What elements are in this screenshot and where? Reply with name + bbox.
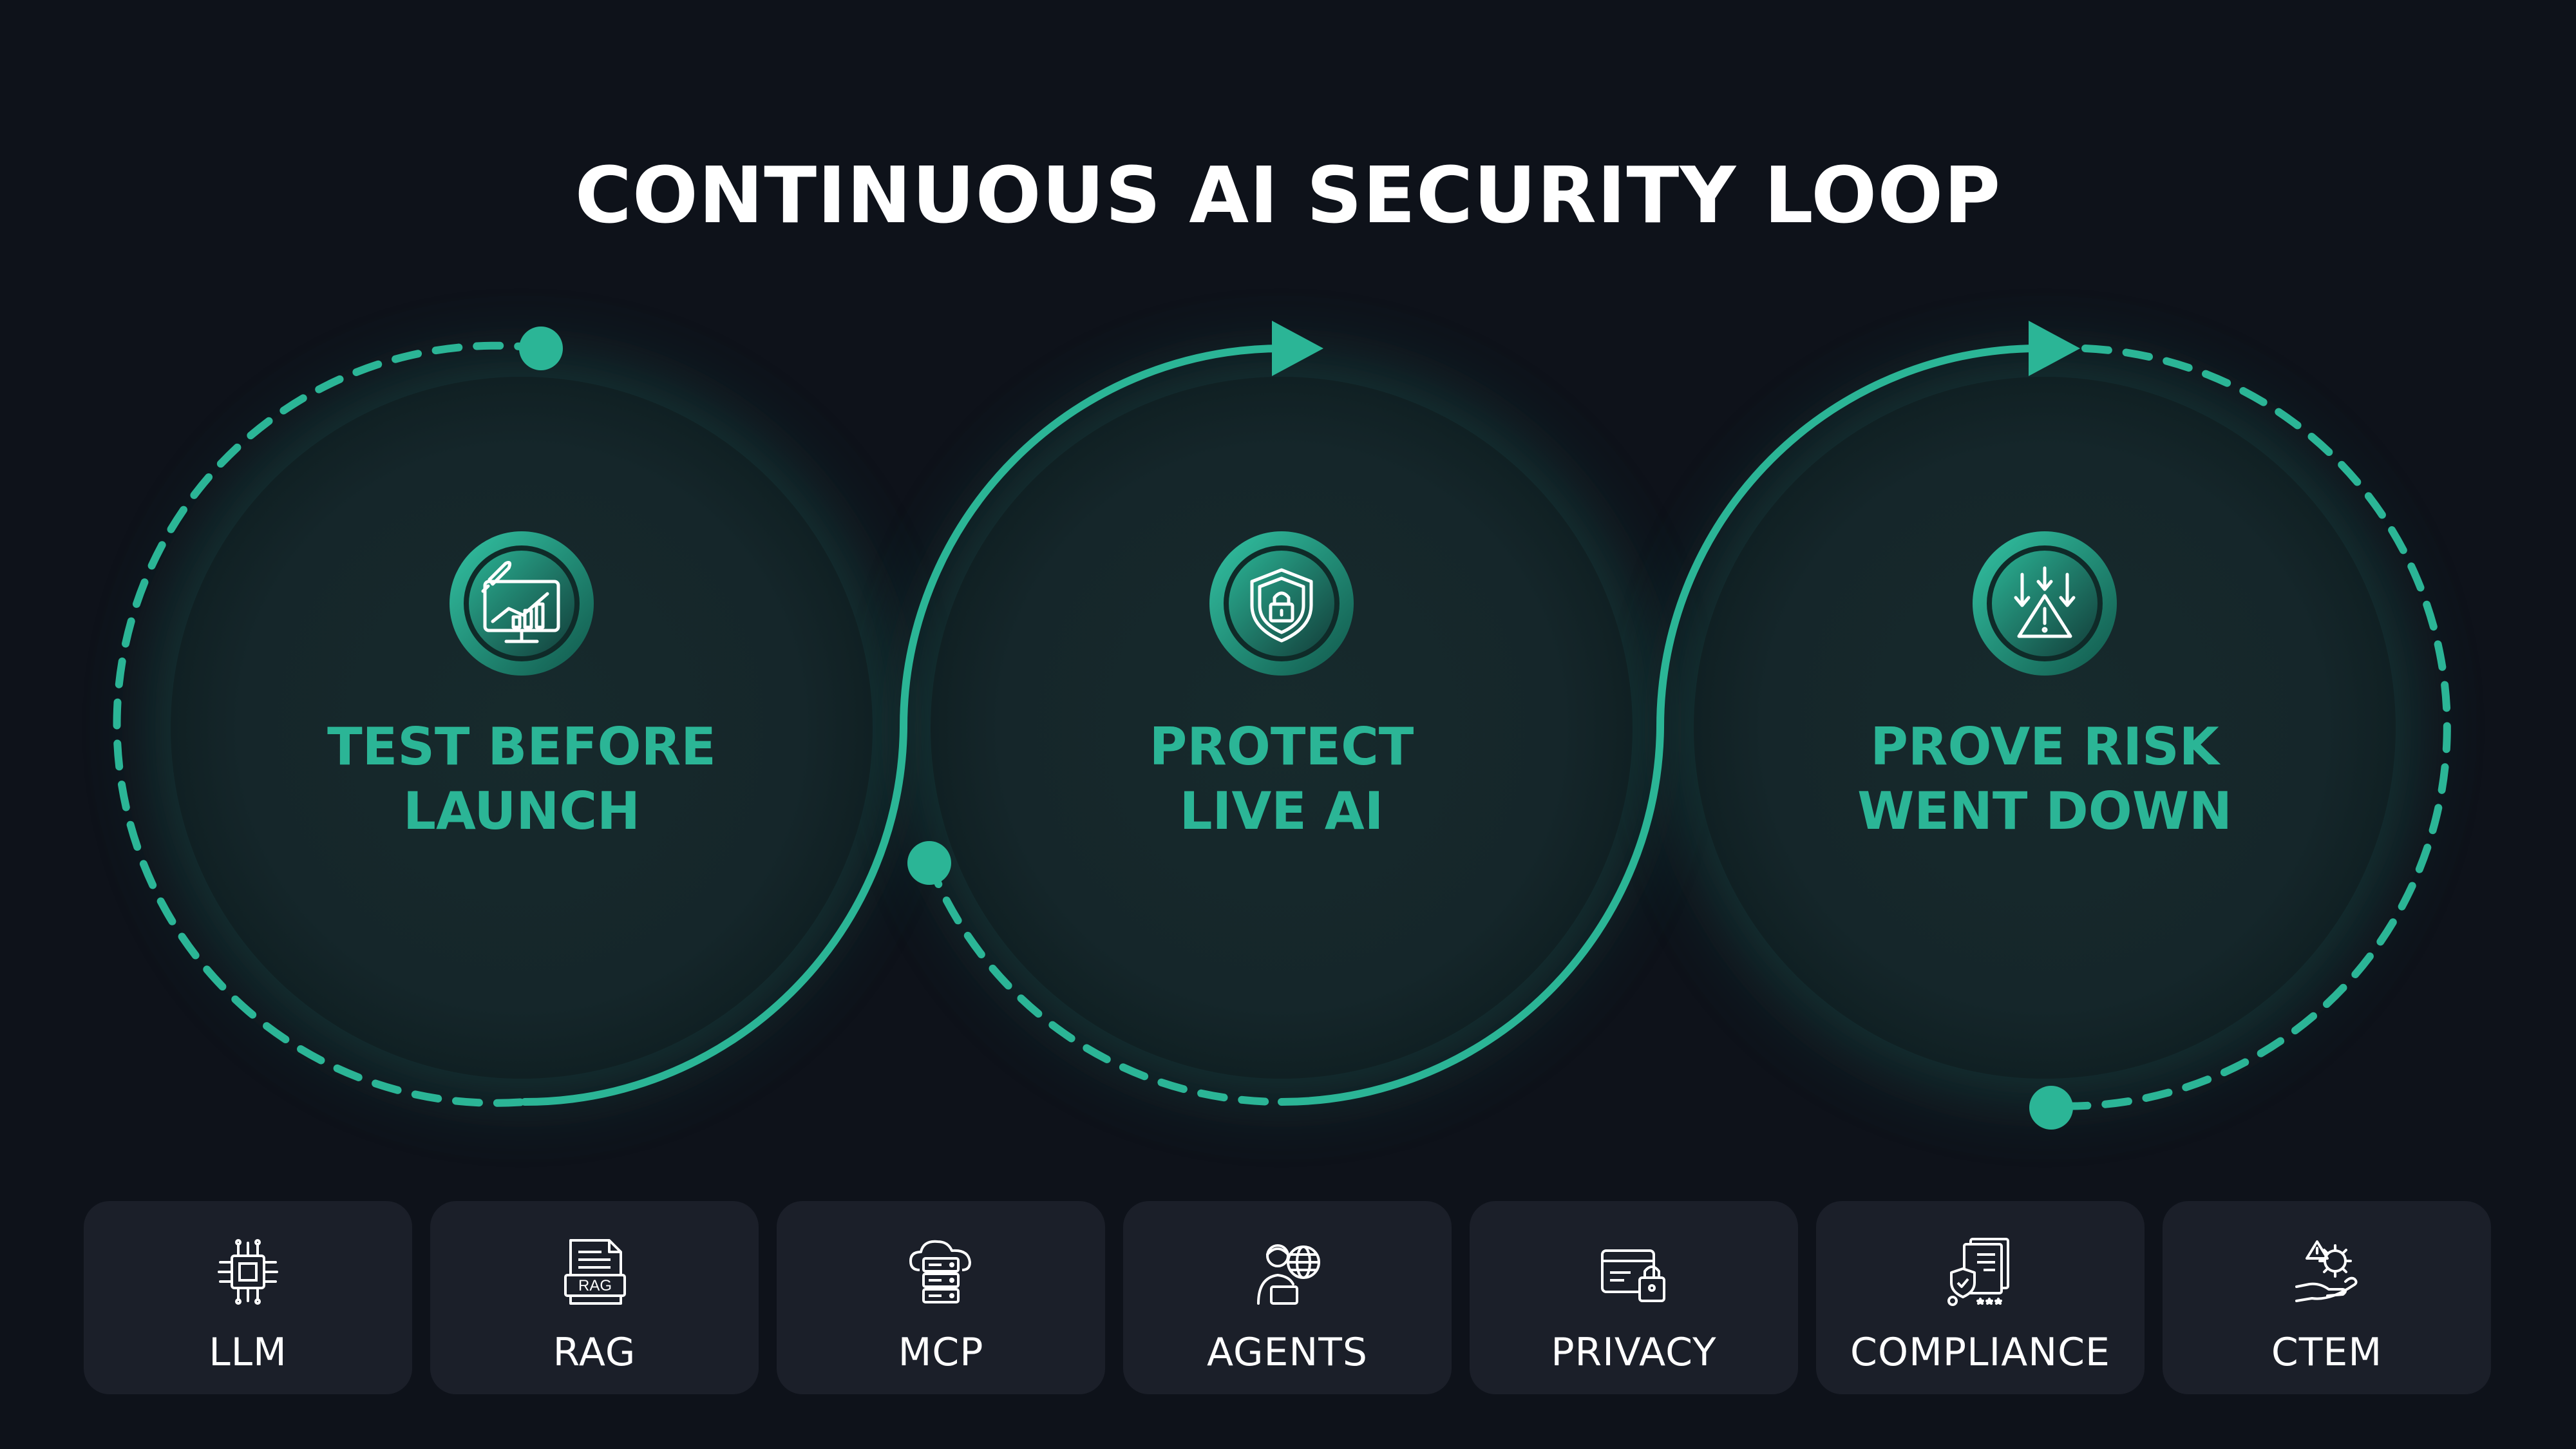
arrow-right-icon: [2029, 321, 2080, 376]
step-label-line: TEST BEFORE: [327, 717, 716, 777]
loop-solid-paths: [521, 345, 2043, 1106]
category-label: RAG: [553, 1330, 636, 1375]
step-badge-1: [450, 531, 594, 676]
risk-down-alert-icon: [2014, 566, 2076, 638]
loop-arrowheads: [1272, 321, 2080, 376]
endpoint-dot: [519, 327, 563, 370]
circle-disks: [171, 377, 2396, 1079]
shield-lock-icon: [1250, 568, 1313, 643]
hand-gear-alert-icon: [2295, 1240, 2358, 1302]
step-label-line: LAUNCH: [402, 781, 640, 841]
agent-globe-icon: [1257, 1244, 1320, 1305]
rag-icon-text: RAG: [578, 1277, 612, 1294]
step-label-line: PROVE RISK: [1870, 717, 2219, 777]
wallet-lock-icon: [1601, 1249, 1665, 1302]
step-label-protect-live-ai: PROTECT LIVE AI: [992, 715, 1571, 844]
loop-endpoints: [519, 327, 2073, 1130]
category-label: AGENTS: [1206, 1330, 1368, 1375]
category-card-privacy[interactable]: PRIVACY: [1470, 1201, 1798, 1394]
category-card-agents[interactable]: AGENTS: [1123, 1201, 1452, 1394]
category-label: CTEM: [2271, 1330, 2383, 1375]
step-label-line: WENT DOWN: [1857, 781, 2232, 841]
endpoint-dot: [2029, 1086, 2073, 1130]
step-label-prove-risk-went-down: PROVE RISK WENT DOWN: [1755, 715, 2334, 844]
step-badge-3: [1973, 531, 2117, 676]
category-card-compliance[interactable]: COMPLIANCE: [1816, 1201, 2145, 1394]
step-label-line: PROTECT: [1149, 717, 1414, 777]
step-label-line: LIVE AI: [1179, 781, 1384, 841]
category-card-mcp[interactable]: MCP: [777, 1201, 1105, 1394]
compliance-document-icon: [1947, 1238, 2009, 1306]
category-cards: LLM RAG RAG: [84, 1201, 2492, 1394]
category-card-rag[interactable]: RAG RAG: [430, 1201, 759, 1394]
loop-dashed-paths: [113, 341, 2452, 1110]
rag-document-icon: RAG: [564, 1239, 626, 1305]
server-cloud-icon: [909, 1240, 971, 1303]
category-label: LLM: [209, 1330, 287, 1375]
step-label-test-before-launch: TEST BEFORE LAUNCH: [232, 715, 811, 844]
step-badge-2: [1209, 531, 1354, 676]
category-label: COMPLIANCE: [1850, 1330, 2110, 1375]
category-card-llm[interactable]: LLM: [84, 1201, 412, 1394]
rocket-analytics-icon: [481, 561, 560, 643]
category-card-ctem[interactable]: CTEM: [2163, 1201, 2491, 1394]
category-label: MCP: [898, 1330, 984, 1375]
category-label: PRIVACY: [1551, 1330, 1717, 1375]
endpoint-dot: [907, 841, 951, 885]
arrow-right-icon: [1272, 321, 1323, 376]
page-title: CONTINUOUS AI SECURITY LOOP: [574, 151, 2002, 241]
chip-icon: [218, 1239, 278, 1305]
